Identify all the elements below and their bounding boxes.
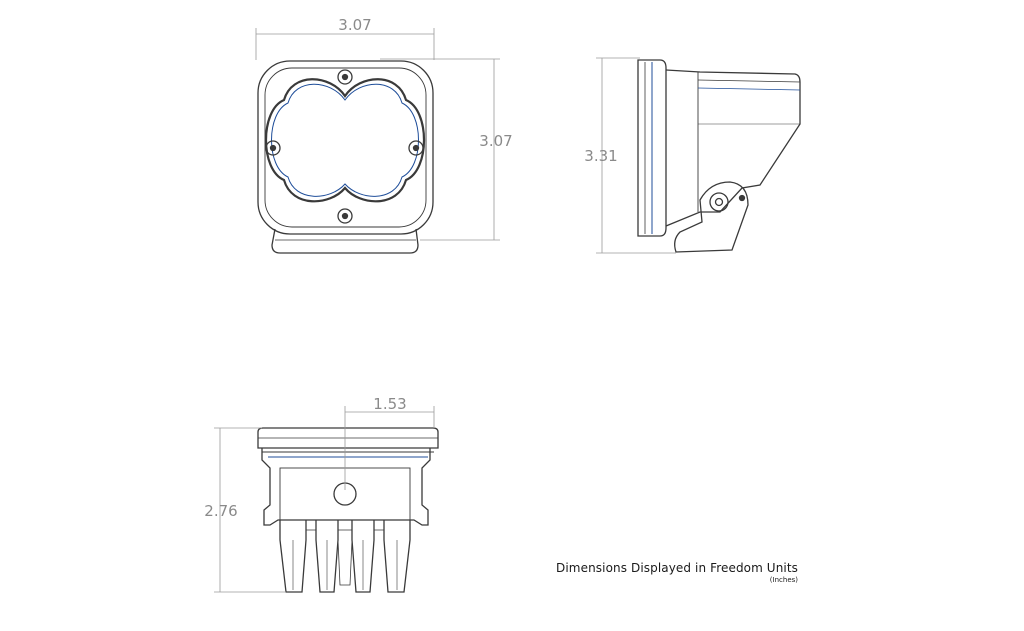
bottom-half-width-label: 1.53: [373, 395, 406, 413]
side-dimensions: [596, 57, 676, 254]
units-caption-subtitle: (Inches): [769, 576, 798, 584]
bottom-view: [257, 427, 439, 593]
bottom-bezel: [257, 427, 439, 449]
side-bracket: [674, 181, 749, 253]
units-caption: Dimensions Displayed in Freedom Units (I…: [556, 561, 798, 584]
bottom-dimensions: [214, 406, 435, 593]
bottom-body: [261, 448, 431, 526]
units-caption-title: Dimensions Displayed in Freedom Units: [556, 561, 798, 575]
bottom-fins: [279, 520, 411, 593]
front-lens: [265, 78, 425, 203]
side-bezel: [637, 59, 667, 237]
front-housing-inner: [264, 67, 427, 228]
front-housing-outer: [257, 60, 434, 235]
front-bracket: [271, 228, 419, 254]
bottom-depth-label: 2.76: [204, 502, 237, 520]
side-body: [665, 69, 801, 227]
front-dimensions: [255, 28, 500, 241]
front-width-label: 3.07: [338, 16, 371, 34]
front-screws: [265, 69, 424, 224]
side-pivot-bolt: [709, 192, 729, 212]
front-view: [257, 60, 434, 254]
side-height-label: 3.31: [584, 147, 617, 165]
front-height-label: 3.07: [479, 132, 512, 150]
side-view: [637, 59, 801, 253]
